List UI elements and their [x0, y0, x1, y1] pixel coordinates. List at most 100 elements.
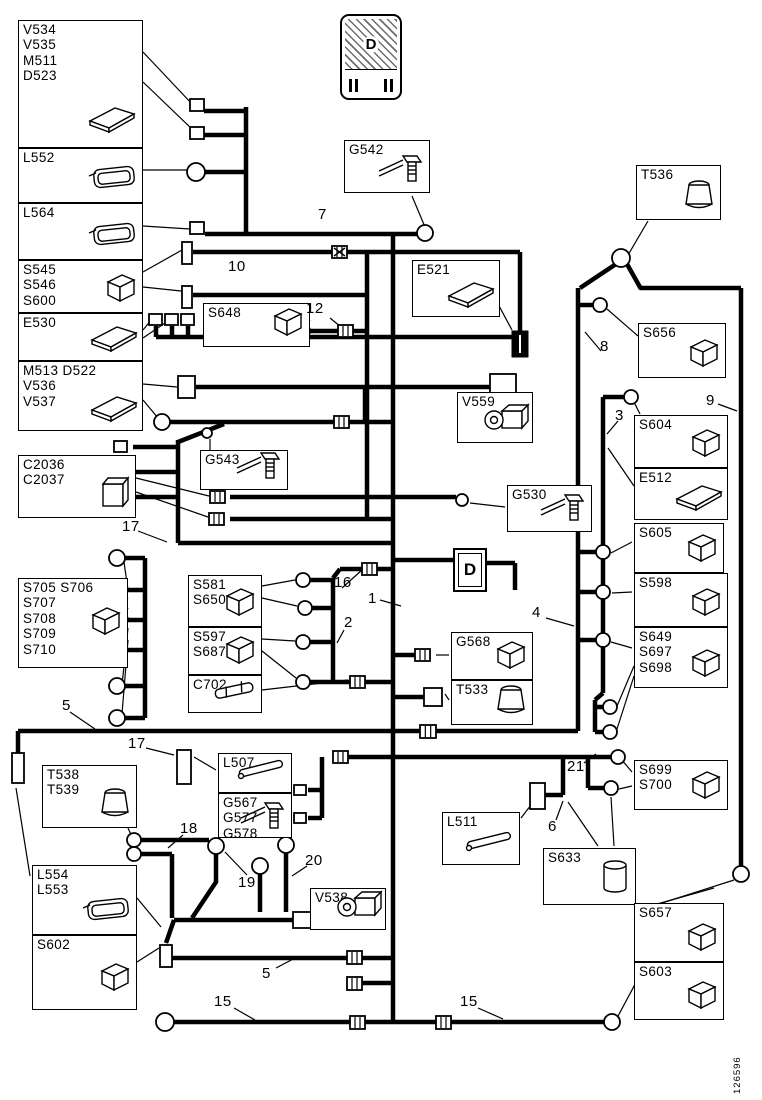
component-label: S699 S700: [639, 762, 673, 793]
component-box-l564: L564: [18, 203, 143, 260]
callout-19: 19: [238, 874, 256, 891]
rod-icon: [461, 827, 517, 862]
component-box-g530: G530: [507, 485, 592, 532]
module-icon: [88, 319, 140, 358]
component-box-s648: S648: [203, 303, 310, 347]
callout-21: 21: [567, 758, 585, 775]
component-label: S603: [639, 964, 673, 979]
component-box-s705-group: S705 S706 S707 S708 S709 S710: [18, 578, 128, 668]
callout-5a: 5: [62, 697, 71, 714]
callout-5b: 5: [262, 965, 271, 982]
component-box-e530: E530: [18, 313, 143, 361]
callout-6: 6: [548, 818, 557, 835]
component-box-s699-group: S699 S700: [634, 760, 728, 810]
callout-9: 9: [706, 392, 715, 409]
component-box-g567-group: G567 G577 G578: [218, 793, 292, 841]
car-mark: [349, 79, 352, 92]
module-icon: [673, 478, 725, 517]
component-box-c2036-group: C2036 C2037: [18, 455, 136, 518]
component-label: G530: [512, 487, 547, 502]
switch-icon: [267, 305, 307, 344]
ground-icon: [235, 448, 285, 487]
callout-15a: 15: [214, 993, 232, 1010]
component-label: S602: [37, 937, 71, 952]
switch-icon: [685, 768, 725, 807]
callout-10: 10: [228, 258, 246, 275]
component-label: T533: [456, 682, 489, 697]
component-label: E530: [23, 315, 57, 330]
component-label: G568: [456, 634, 491, 649]
module-icon: [445, 275, 497, 314]
car-zone-letter: D: [362, 35, 380, 53]
component-box-l552: L552: [18, 148, 143, 203]
switch-icon: [681, 531, 721, 570]
component-label: S545 S546 S600: [23, 262, 57, 308]
drawing-part-number: 126596: [732, 1056, 743, 1094]
callout-18: 18: [180, 820, 198, 837]
component-label: V559: [462, 394, 496, 409]
component-label: S705 S706 S707 S708 S709 S710: [23, 580, 94, 657]
callout-20: 20: [305, 852, 323, 869]
d-connector-letter: D: [458, 553, 482, 587]
callout-8: 8: [600, 338, 609, 355]
cylinder-icon: [597, 857, 633, 902]
component-box-s598: S598: [634, 573, 728, 627]
component-box-s657: S657: [634, 903, 724, 962]
component-label: S598: [639, 575, 673, 590]
component-box-e512: E512: [634, 468, 728, 520]
switch-icon: [681, 978, 721, 1017]
callout-1: 1: [368, 590, 377, 607]
car-mark: [384, 79, 387, 92]
component-box-s545-group: S545 S546 S600: [18, 260, 143, 313]
ground-icon: [239, 798, 289, 837]
component-label: S657: [639, 905, 673, 920]
component-box-v538: V538: [310, 888, 386, 930]
switch-icon: [94, 960, 134, 999]
component-box-l507: L507: [218, 753, 292, 793]
component-box-s633: S633: [543, 848, 636, 905]
component-label: S581 S650: [193, 577, 227, 608]
d-connector-symbol: D: [453, 548, 487, 592]
lamp-icon: [80, 893, 134, 932]
component-label: S597 S687: [193, 629, 227, 660]
component-label: S656: [643, 325, 677, 340]
component-box-s649-group: S649 S697 S698: [634, 627, 728, 688]
component-label: S604: [639, 417, 673, 432]
component-label: C2036 C2037: [23, 457, 65, 488]
car-mark: [355, 79, 358, 92]
component-label: S605: [639, 525, 673, 540]
callout-17b: 17: [128, 735, 146, 752]
component-label: G543: [205, 452, 240, 467]
component-box-t536: T536: [636, 165, 721, 220]
callout-12: 12: [306, 300, 324, 317]
component-box-t538-group: T538 T539: [42, 765, 137, 828]
fuse-icon: [209, 677, 259, 710]
car-mark: [390, 79, 393, 92]
component-box-m513-group: M513 D522 V536 V537: [18, 361, 143, 431]
component-label: M513 D522 V536 V537: [23, 363, 97, 409]
component-label: S649 S697 S698: [639, 629, 673, 675]
component-label: T536: [641, 167, 674, 182]
component-box-g542: G542: [344, 140, 430, 193]
switch-icon: [683, 336, 723, 375]
lamp-icon: [86, 218, 140, 257]
component-box-g568: G568: [451, 632, 533, 680]
component-label: L507: [223, 755, 255, 770]
car-hatch-area: D: [345, 19, 397, 70]
callout-2: 2: [344, 614, 353, 631]
component-box-s604: S604: [634, 415, 728, 468]
component-box-s602: S602: [32, 935, 137, 1010]
component-label: G542: [349, 142, 384, 157]
switch-icon: [681, 920, 721, 959]
callout-7: 7: [318, 206, 327, 223]
harness-wires: [15, 107, 744, 1025]
component-box-l511: L511: [442, 812, 520, 865]
component-box-s656: S656: [638, 323, 726, 378]
motor-icon: [482, 401, 530, 440]
component-label: L511: [447, 814, 478, 829]
component-box-l554-group: L554 L553: [32, 865, 137, 935]
callout-4: 4: [532, 604, 541, 621]
switch-icon: [219, 633, 259, 672]
component-box-g543: G543: [200, 450, 288, 490]
switch-icon: [85, 604, 125, 643]
